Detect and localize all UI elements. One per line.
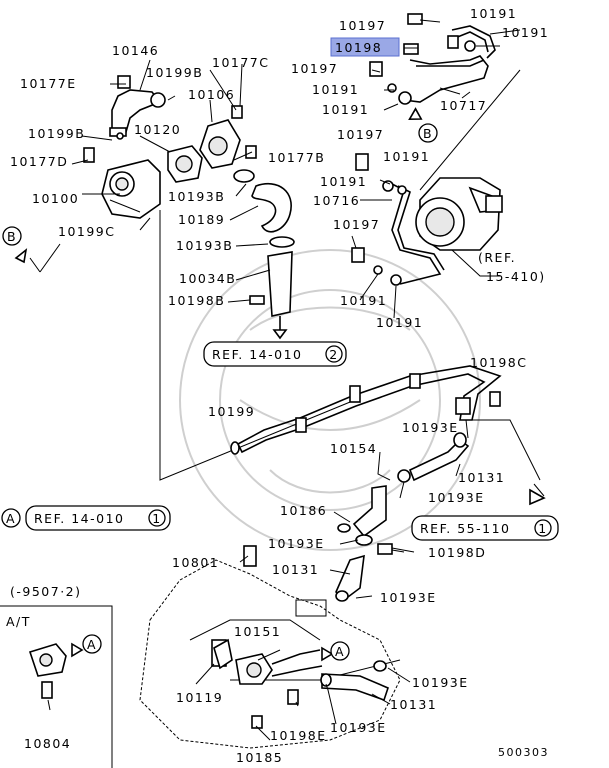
label-10177b[interactable]: 10177B (268, 150, 325, 165)
marker-b-left-text: B (7, 229, 17, 244)
pipe-10717-assembly (369, 13, 521, 105)
marker-a-left: A (1, 508, 21, 528)
ref-14-010-1-text: REF. 14-010 (34, 511, 125, 526)
label-10197-lower[interactable]: 10197 (337, 127, 384, 142)
label-10119[interactable]: 10119 (176, 690, 223, 705)
marker-a-pipe-text: A (335, 644, 345, 659)
label-10191-right[interactable]: 10191 (502, 25, 549, 40)
label-10193e-right[interactable]: 10193E (380, 590, 437, 605)
label-10198e[interactable]: 10198E (270, 728, 327, 743)
ref-14-010-2-text: REF. 14-010 (212, 347, 303, 362)
part-labels: 10197 10191 10198 10191 10146 10177C 101… (10, 6, 549, 765)
ref-15-410-label: (REF. 15-410) (478, 250, 546, 284)
label-10191-bottom[interactable]: 10191 (376, 315, 423, 330)
marker-a-pipe: A (330, 641, 350, 661)
label-10191-turbo-top[interactable]: 10191 (383, 149, 430, 164)
label-10801[interactable]: 10801 (172, 555, 219, 570)
diagram-code: 500303 (498, 746, 549, 759)
label-10131-bottom[interactable]: 10131 (390, 697, 437, 712)
ref-15-410-line1: (REF. (478, 250, 516, 265)
label-10034b[interactable]: 10034B (179, 271, 236, 286)
label-10131-mid[interactable]: 10131 (272, 562, 319, 577)
inset-transmission-label: A/T (6, 614, 31, 629)
highlighted-part-10198[interactable] (330, 37, 400, 57)
inset-at-frame (0, 605, 113, 768)
marker-b-left: B (2, 226, 22, 246)
direction-arrows (14, 107, 546, 662)
label-10100[interactable]: 10100 (32, 191, 79, 206)
marker-b-top: B (418, 123, 438, 143)
label-10198-highlight[interactable]: 10198 (335, 40, 382, 55)
label-10191-mid[interactable]: 10191 (312, 82, 359, 97)
ref-55-110-1-box: REF. 55-110 1 (411, 515, 559, 541)
marker-a-inset: A (82, 634, 102, 654)
label-10716[interactable]: 10716 (313, 193, 360, 208)
label-10199b-left[interactable]: 10199B (28, 126, 85, 141)
label-10197-top[interactable]: 10197 (339, 18, 386, 33)
pipe-10151 (235, 649, 389, 729)
label-10193b-upper[interactable]: 10193B (168, 189, 225, 204)
label-10186[interactable]: 10186 (280, 503, 327, 518)
label-10154[interactable]: 10154 (330, 441, 377, 456)
label-10193e-lower[interactable]: 10193E (412, 675, 469, 690)
label-10177d[interactable]: 10177D (10, 154, 68, 169)
inset-date-range: (-9507·2) (10, 584, 82, 599)
ref-14-010-1-box: REF. 14-010 1 (25, 505, 171, 531)
marker-a-inset-text: A (87, 637, 97, 652)
ref-14-010-2-box: REF. 14-010 2 (203, 341, 347, 367)
leader-lines (47, 59, 469, 741)
ref-14-010-2-num: 2 (329, 347, 338, 362)
ref-55-110-1-text: REF. 55-110 (420, 521, 511, 536)
label-10146[interactable]: 10146 (112, 43, 159, 58)
label-10198b[interactable]: 10198B (168, 293, 225, 308)
label-10120[interactable]: 10120 (134, 122, 181, 137)
label-10185[interactable]: 10185 (236, 750, 283, 765)
label-10199[interactable]: 10199 (208, 404, 255, 419)
label-10198c[interactable]: 10198C (470, 355, 528, 370)
label-10106[interactable]: 10106 (188, 87, 235, 102)
label-10177c[interactable]: 10177C (212, 55, 270, 70)
watermark-emblem (179, 249, 481, 551)
label-10804[interactable]: 10804 (24, 736, 71, 751)
label-10189[interactable]: 10189 (178, 212, 225, 227)
label-10193e-mid[interactable]: 10193E (428, 490, 485, 505)
label-10193e-left[interactable]: 10193E (268, 536, 325, 551)
label-10199c[interactable]: 10199C (58, 224, 116, 239)
pipe-10154 (230, 365, 545, 497)
label-10193e-top[interactable]: 10193E (402, 420, 459, 435)
label-10717[interactable]: 10717 (440, 98, 487, 113)
label-10197-mid[interactable]: 10197 (291, 61, 338, 76)
label-10191-bottom-left[interactable]: 10191 (340, 293, 387, 308)
label-10191-arrow[interactable]: 10191 (322, 102, 369, 117)
pipe-10716 (351, 153, 445, 286)
ref-15-410-line2: 15-410) (486, 269, 546, 284)
marker-b-top-text: B (423, 126, 433, 141)
label-10199b-top[interactable]: 10199B (146, 65, 203, 80)
label-10198d[interactable]: 10198D (428, 545, 486, 560)
hose-10189 (233, 169, 295, 340)
label-10193b-lower[interactable]: 10193B (176, 238, 233, 253)
label-10193e-bottom[interactable]: 10193E (330, 720, 387, 735)
label-10177e[interactable]: 10177E (20, 76, 77, 91)
ref-14-010-1-num: 1 (152, 511, 161, 526)
ref-55-110-1-num: 1 (538, 521, 547, 536)
label-10191-turbo-left[interactable]: 10191 (320, 174, 367, 189)
label-10191-top[interactable]: 10191 (470, 6, 517, 21)
marker-a-left-text: A (6, 511, 16, 526)
label-10131-top[interactable]: 10131 (458, 470, 505, 485)
label-10197-bottom[interactable]: 10197 (333, 217, 380, 232)
water-outlet-assembly (82, 75, 356, 481)
label-10151[interactable]: 10151 (234, 624, 281, 639)
turbocharger-housing (415, 69, 521, 277)
